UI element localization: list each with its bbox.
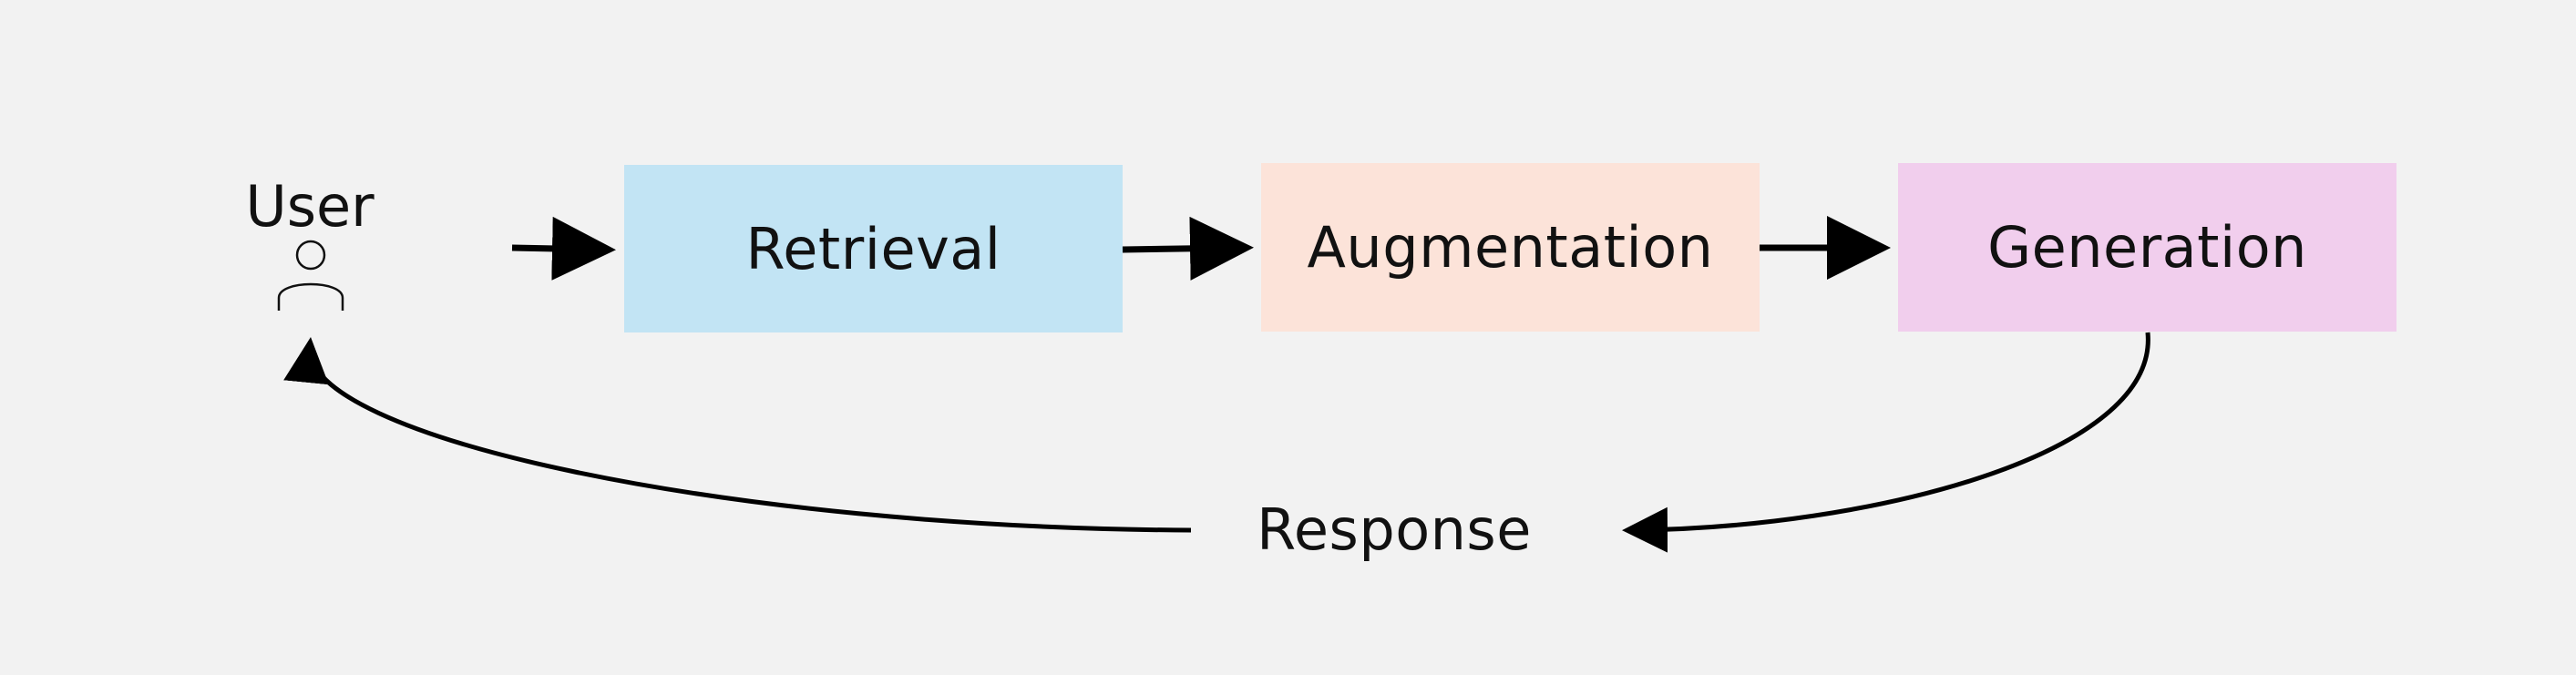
retrieval-box-fill bbox=[624, 165, 1123, 332]
arrow-user-to-retrieval bbox=[511, 216, 616, 281]
arrow-retrieval-to-augmentation bbox=[1122, 216, 1254, 281]
arrow-response-to-user bbox=[283, 337, 1192, 533]
retrieval-box: Retrieval bbox=[624, 165, 1123, 332]
response-label: Response bbox=[1257, 496, 1532, 563]
generation-box-fill bbox=[1898, 163, 2396, 332]
augmentation-box: Augmentation bbox=[1261, 163, 1760, 332]
augmentation-box-fill bbox=[1261, 163, 1760, 332]
person-icon bbox=[277, 240, 344, 311]
augmentation-label: Augmentation bbox=[1307, 214, 1714, 281]
retrieval-label: Retrieval bbox=[745, 215, 1001, 282]
arrow-generation-to-response bbox=[1622, 332, 2150, 553]
user-label: User bbox=[245, 173, 375, 240]
generation-label: Generation bbox=[1987, 214, 2307, 281]
generation-box: Generation bbox=[1898, 163, 2396, 332]
